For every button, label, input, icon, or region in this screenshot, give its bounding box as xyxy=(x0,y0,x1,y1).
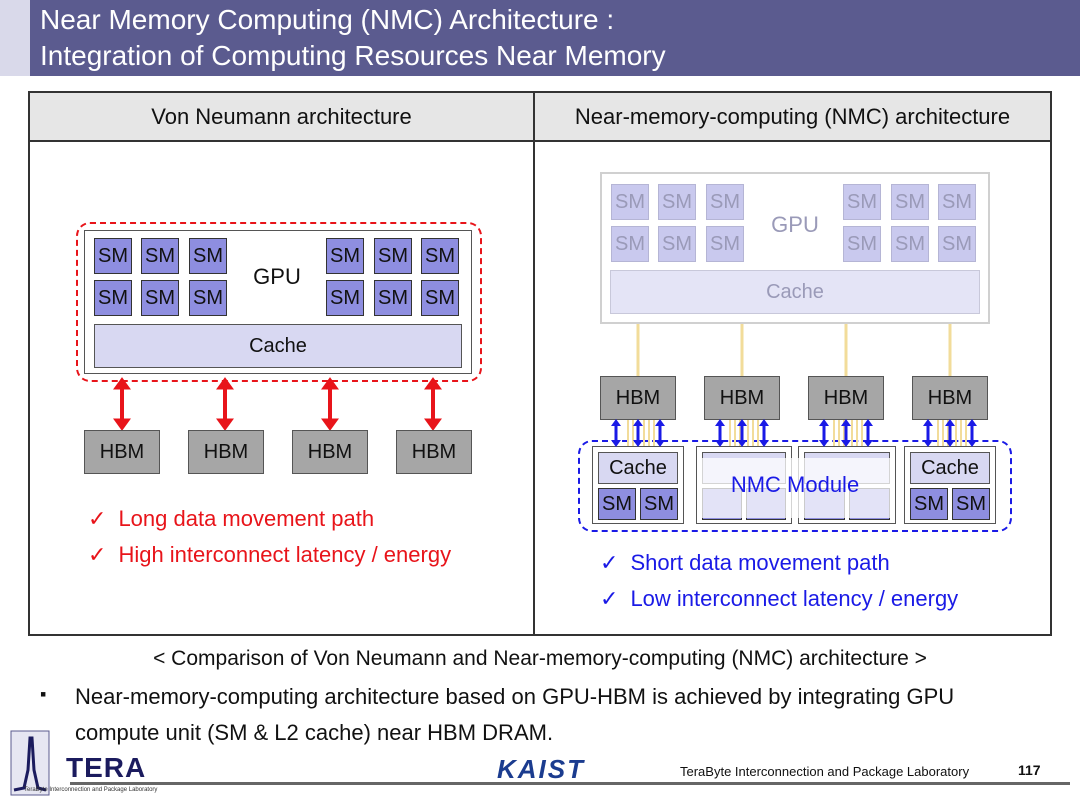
nmc-module-label: NMC Module xyxy=(730,472,860,497)
slide-title-line2: Integration of Computing Resources Near … xyxy=(40,40,666,71)
sm-unit: SM xyxy=(952,488,990,520)
left-column-header: Von Neumann architecture xyxy=(30,93,533,142)
sm-unit-faded: SM xyxy=(843,184,881,220)
hbm-block: HBM xyxy=(84,430,160,474)
hbm-block: HBM xyxy=(912,376,988,420)
checkmark-icon: ✓ xyxy=(88,542,107,567)
page-number: 117 xyxy=(1018,762,1041,778)
right-column-header: Near-memory-computing (NMC) architecture xyxy=(535,93,1050,142)
hbm-block: HBM xyxy=(600,376,676,420)
gpu-label: GPU xyxy=(253,264,301,289)
check-long-path: ✓Long data movement path xyxy=(88,506,375,531)
checkmark-icon: ✓ xyxy=(600,586,619,611)
figure-caption: < Comparison of Von Neumann and Near-mem… xyxy=(153,647,927,670)
hbm-block: HBM xyxy=(396,430,472,474)
red-double-arrow xyxy=(113,377,131,431)
bullet-marker: ▪ xyxy=(40,684,47,704)
checkmark-icon: ✓ xyxy=(600,550,619,575)
sm-unit: SM xyxy=(94,238,132,274)
kaist-logo: KAIST xyxy=(497,754,585,784)
tera-logo-subtext: TeraByte Interconnection and Package Lab… xyxy=(24,787,158,793)
check-short-path: ✓Short data movement path xyxy=(600,550,890,575)
sm-unit-faded: SM xyxy=(611,184,649,220)
red-double-arrow xyxy=(216,377,234,431)
sm-unit: SM xyxy=(189,238,227,274)
nmc-cache: Cache xyxy=(910,452,990,484)
title-accent xyxy=(0,0,30,76)
nmc-module-highlight xyxy=(700,458,890,518)
sm-unit: SM xyxy=(421,280,459,316)
sm-unit: SM xyxy=(640,488,678,520)
sm-unit: SM xyxy=(598,488,636,520)
sm-unit-faded: SM xyxy=(938,226,976,262)
sm-unit: SM xyxy=(326,280,364,316)
gpu-label-faded: GPU xyxy=(771,212,819,237)
hbm-block: HBM xyxy=(292,430,368,474)
tera-logo-icon xyxy=(10,730,50,796)
blue-arrow-group xyxy=(713,418,771,448)
hbm-block: HBM xyxy=(188,430,264,474)
column-divider xyxy=(533,93,535,634)
bullet-line2: compute unit (SM & L2 cache) near HBM DR… xyxy=(75,720,554,745)
sm-unit: SM xyxy=(421,238,459,274)
checkmark-icon: ✓ xyxy=(88,506,107,531)
hbm-block: HBM xyxy=(808,376,884,420)
sm-unit-faded: SM xyxy=(658,184,696,220)
title-bar xyxy=(0,0,1080,76)
sm-unit-faded: SM xyxy=(891,226,929,262)
slide-title-line1: Near Memory Computing (NMC) Architecture… xyxy=(40,4,615,35)
sm-unit: SM xyxy=(326,238,364,274)
gpu-hbm-links xyxy=(636,324,952,376)
tera-logo-text: TERA xyxy=(66,752,147,783)
nmc-dashed-boundary xyxy=(578,440,1012,532)
check-low-latency: ✓Low interconnect latency / energy xyxy=(600,586,959,611)
nmc-cache: Cache xyxy=(598,452,678,484)
sm-unit-faded: SM xyxy=(706,226,744,262)
bullet-text: ▪ Near-memory-computing architecture bas… xyxy=(40,684,1040,756)
gpu-dashed-boundary xyxy=(76,222,482,382)
blue-arrows xyxy=(609,418,979,448)
sm-unit-faded: SM xyxy=(611,226,649,262)
hbm-block: HBM xyxy=(704,376,780,420)
red-double-arrow xyxy=(424,377,442,431)
cache-block: Cache xyxy=(94,324,462,368)
sm-unit-faded: SM xyxy=(891,184,929,220)
check-high-latency: ✓High interconnect latency / energy xyxy=(88,542,452,567)
sm-unit: SM xyxy=(94,280,132,316)
sm-unit-faded: SM xyxy=(938,184,976,220)
blue-arrow-group xyxy=(609,418,667,448)
sm-unit: SM xyxy=(374,280,412,316)
blue-arrow-group xyxy=(921,418,979,448)
red-double-arrow xyxy=(321,377,339,431)
comparison-table xyxy=(28,91,1052,636)
sm-unit: SM xyxy=(910,488,948,520)
red-arrows xyxy=(113,377,442,431)
cache-block-faded: Cache xyxy=(610,270,980,314)
sm-unit: SM xyxy=(141,238,179,274)
sm-unit: SM xyxy=(374,238,412,274)
blue-arrow-group xyxy=(817,418,875,448)
sm-unit-faded: SM xyxy=(706,184,744,220)
sm-unit-faded: SM xyxy=(658,226,696,262)
footer-lab-name: TeraByte Interconnection and Package Lab… xyxy=(680,764,970,779)
footer-rule xyxy=(70,782,1070,785)
sm-unit: SM xyxy=(141,280,179,316)
sm-unit-faded: SM xyxy=(843,226,881,262)
bullet-line1: Near-memory-computing architecture based… xyxy=(75,684,955,709)
sm-unit: SM xyxy=(189,280,227,316)
